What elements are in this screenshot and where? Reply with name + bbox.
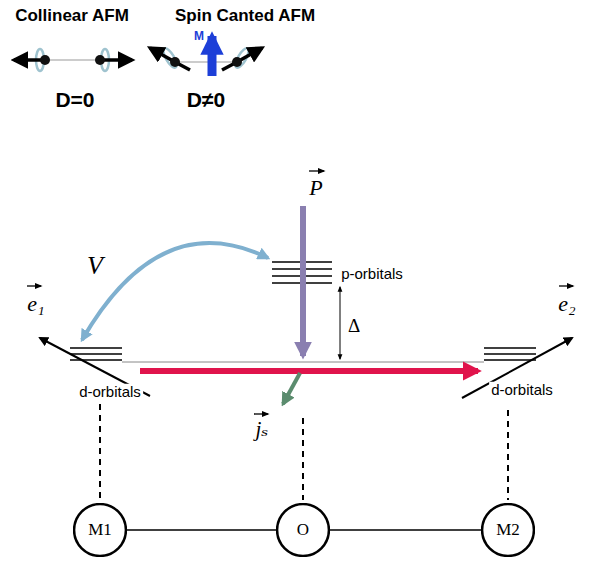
bond-line <box>330 529 481 531</box>
vector-label: P <box>307 176 324 200</box>
vector-accents <box>27 171 573 414</box>
atom-circle: M2 <box>481 503 535 557</box>
dashed-leaders <box>100 404 508 500</box>
atom-name: M1 <box>88 520 112 540</box>
atom-name: M2 <box>496 520 520 540</box>
v-hopping-arrow <box>82 243 268 340</box>
canted-spins <box>150 36 262 76</box>
atom-circle: M1 <box>73 503 127 557</box>
orbital-label: p-orbitals <box>339 266 405 283</box>
heading: Spin Canted AFM <box>173 7 317 26</box>
e2-vector <box>462 338 572 398</box>
dm-condition: D≠0 <box>185 88 227 111</box>
js-arrow <box>283 373 300 404</box>
polarization-arrow <box>300 206 306 356</box>
delta-arrow <box>340 287 341 359</box>
vector-label: e₁ <box>25 292 46 316</box>
atom-circle: O <box>276 503 330 557</box>
hopping-label: V <box>85 252 105 281</box>
atom-label: O <box>276 503 330 557</box>
orbital-label: d-orbitals <box>77 384 143 401</box>
atom-label: M1 <box>73 503 127 557</box>
heading: Collinear AFM <box>13 7 131 26</box>
gap-label: Δ <box>346 316 362 337</box>
orbital-label: d-orbitals <box>489 382 555 399</box>
atom-name: O <box>297 520 309 540</box>
current-label: jₛ <box>254 418 271 441</box>
hopping-line <box>122 362 484 363</box>
atom-label: M2 <box>481 503 535 557</box>
vector-label: e₂ <box>556 292 577 316</box>
spin-current-arrow <box>140 368 478 374</box>
dm-condition: D=0 <box>53 88 96 111</box>
collinear-spins <box>14 49 132 71</box>
bond-line <box>127 529 276 531</box>
magnetization-label: M <box>194 30 204 43</box>
